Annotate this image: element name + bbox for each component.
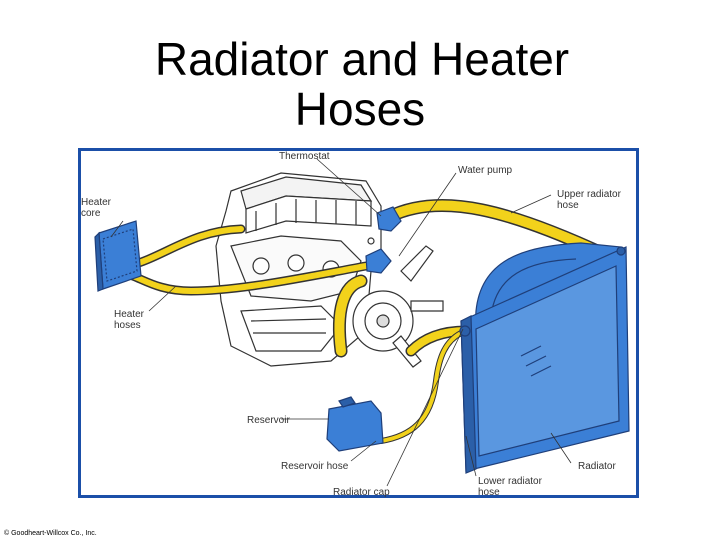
label-upper-radiator-hose-line-2: hose [557, 200, 579, 211]
label-heater-hoses-line-2: hoses [114, 320, 141, 331]
label-radiator-cap: Radiator cap [333, 487, 390, 498]
cooling-system-illustration [81, 151, 636, 495]
label-upper-radiator-hose: Upper radiator hose [557, 189, 621, 211]
label-heater-core-line-1: Heater [81, 197, 111, 208]
label-lower-radiator-hose: Lower radiator hose [478, 476, 542, 498]
title-line-1: Radiator and Heater [0, 34, 720, 84]
label-upper-radiator-hose-line-1: Upper radiator [557, 189, 621, 200]
label-heater-hoses-line-1: Heater [114, 309, 144, 320]
label-heater-core-line-2: core [81, 208, 100, 219]
label-heater-hoses: Heater hoses [114, 309, 144, 331]
reservoir [327, 397, 383, 451]
diagram-frame: Thermostat Water pump Upper radiator hos… [78, 148, 639, 498]
label-lower-radiator-hose-line-1: Lower radiator [478, 476, 542, 487]
label-heater-core: Heater core [81, 197, 111, 219]
radiator [460, 243, 629, 473]
label-water-pump: Water pump [458, 165, 512, 176]
slide-title: Radiator and Heater Hoses [0, 34, 720, 134]
copyright-notice: © Goodheart-Willcox Co., Inc. [4, 530, 97, 537]
label-lower-radiator-hose-line-2: hose [478, 487, 500, 498]
title-line-2: Hoses [0, 84, 720, 134]
label-reservoir-hose: Reservoir hose [281, 461, 348, 472]
label-radiator: Radiator [578, 461, 616, 472]
label-reservoir: Reservoir [247, 415, 290, 426]
label-thermostat: Thermostat [279, 151, 330, 162]
